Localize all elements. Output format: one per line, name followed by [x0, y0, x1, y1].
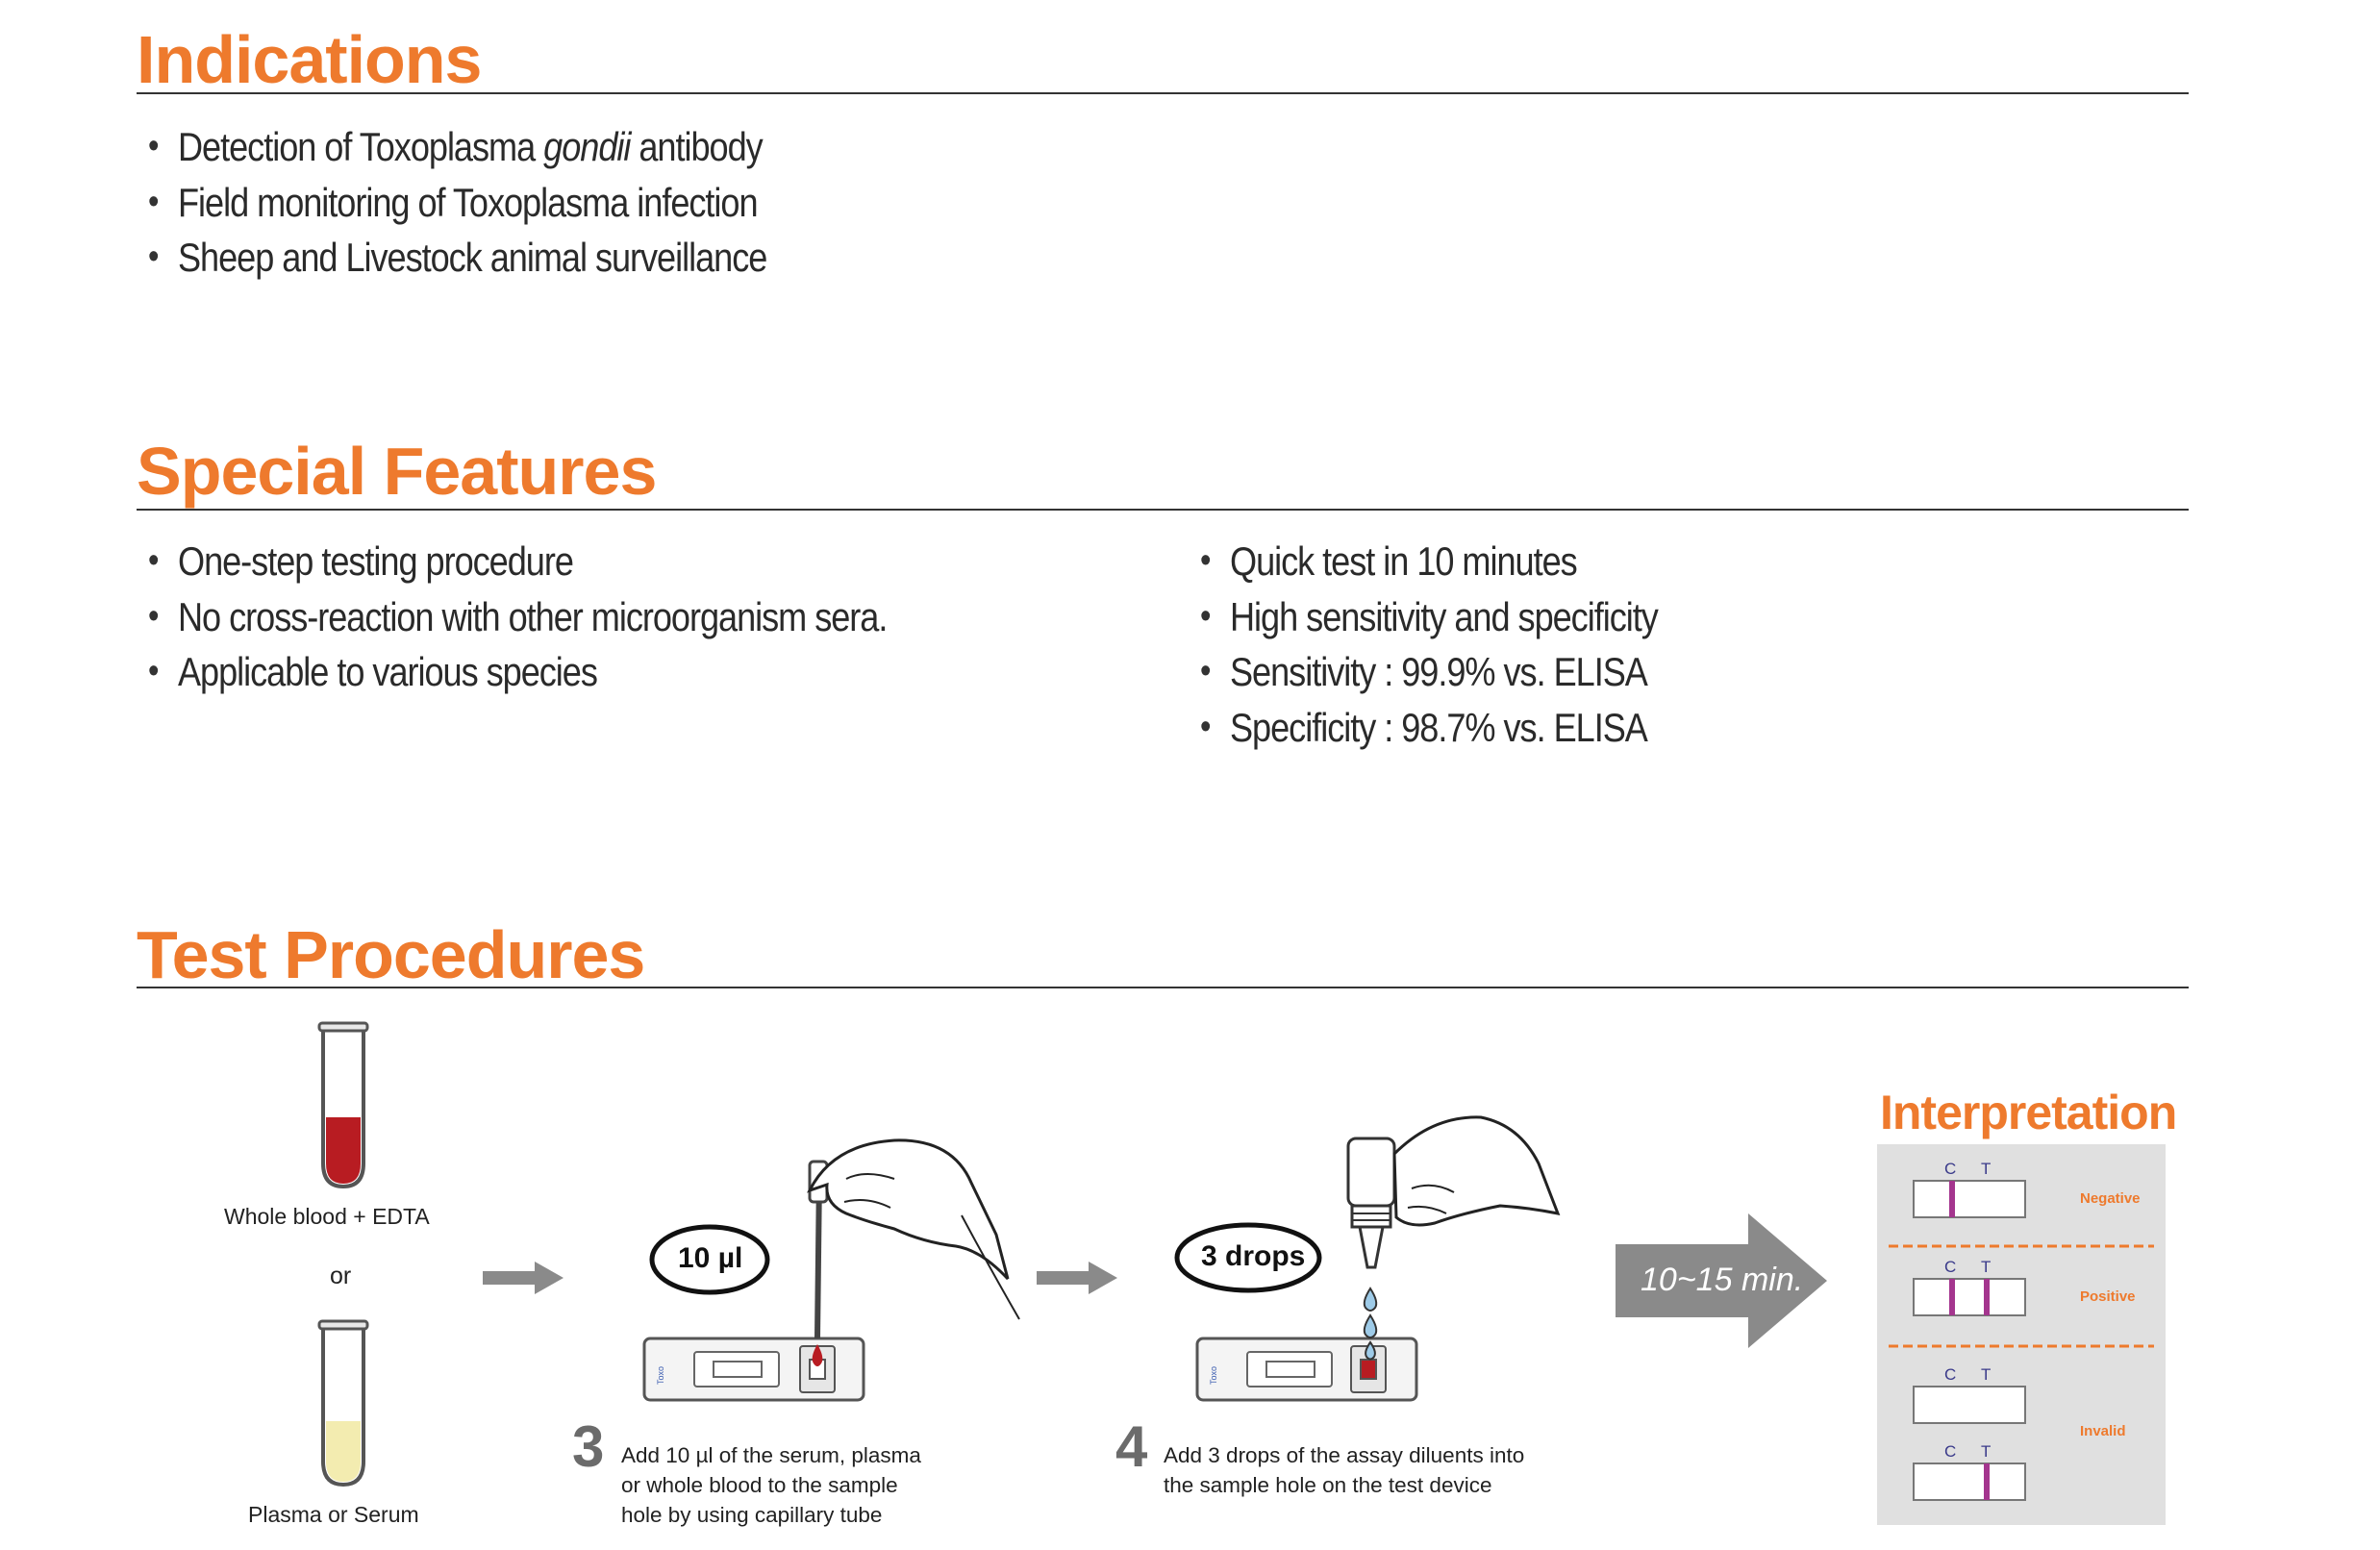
step3-text: Add 10 µl of the serum, plasma or whole …: [621, 1443, 921, 1527]
step4-bubble-text: 3 drops: [1201, 1240, 1306, 1272]
special-features-rule: [137, 509, 2189, 511]
arrow-right-icon: [1616, 1213, 1827, 1348]
svg-text:Toxo: Toxo: [656, 1366, 665, 1385]
test-procedures-title: Test Procedures: [137, 917, 645, 992]
indications-title: Indications: [137, 22, 482, 97]
test-cassette-icon: Toxo: [1195, 1337, 1418, 1402]
result-strip-invalid-2: [1913, 1462, 2026, 1501]
wait-time-label: 10~15 min.: [1641, 1262, 1804, 1298]
feature-item: Quick test in 10 minutes: [1189, 534, 1658, 589]
indications-list: Detection of Toxoplasma gondii antibody …: [137, 119, 869, 286]
test-line-label: T: [1981, 1160, 1992, 1178]
sample-whole-blood-label: Whole blood + EDTA: [224, 1204, 430, 1229]
test-line-label: T: [1981, 1258, 1992, 1276]
features-right-list: Quick test in 10 minutes High sensitivit…: [1189, 534, 1734, 755]
sample-plasma-label: Plasma or Serum: [248, 1502, 419, 1527]
svg-text:Toxo: Toxo: [1209, 1366, 1218, 1385]
indication-item: Field monitoring of Toxoplasma infection: [137, 175, 766, 231]
arrow-right-icon: [1037, 1262, 1117, 1294]
pipette-hand-icon: [807, 1138, 1020, 1339]
step3-bubble-text: 10 µl: [678, 1242, 743, 1274]
drop-icon: [1363, 1287, 1378, 1361]
volume-bubble: [649, 1224, 770, 1295]
result-strip-positive: [1913, 1278, 2026, 1316]
test-tube-whole-blood-icon: [317, 1021, 369, 1189]
result-strip-negative: [1913, 1180, 2026, 1218]
feature-item: Sensitivity : 99.9% vs. ELISA: [1189, 644, 1658, 700]
interpretation-title: Interpretation: [1880, 1086, 2177, 1139]
dropper-bottle-hand-icon: [1346, 1115, 1561, 1269]
feature-item: Specificity : 98.7% vs. ELISA: [1189, 700, 1658, 756]
step3-number: 3: [572, 1414, 605, 1479]
test-cassette-icon: Toxo: [642, 1337, 865, 1402]
drops-bubble: [1174, 1222, 1322, 1293]
control-line-label: C: [1944, 1442, 1957, 1461]
indications-rule: [137, 92, 2189, 94]
features-left-list: One-step testing procedure No cross-reac…: [137, 534, 1009, 700]
result-negative-label: Negative: [2080, 1190, 2141, 1207]
result-strip-invalid-1: [1913, 1386, 2026, 1424]
test-procedures-rule: [137, 987, 2189, 988]
result-positive-label: Positive: [2080, 1288, 2136, 1305]
step4-text: Add 3 drops of the assay diluents into t…: [1164, 1443, 1525, 1497]
indication-item: Sheep and Livestock animal surveillance: [137, 230, 767, 286]
indication-item: Detection of Toxoplasma gondii antibody: [137, 119, 766, 175]
feature-item: High sensitivity and specificity: [1189, 589, 1659, 645]
result-invalid-label: Invalid: [2080, 1423, 2126, 1439]
control-line-label: C: [1944, 1258, 1957, 1276]
test-tube-plasma-icon: [317, 1319, 369, 1488]
sample-or-label: or: [330, 1262, 352, 1289]
control-line-label: C: [1944, 1160, 1957, 1178]
feature-item: No cross-reaction with other microorgani…: [137, 589, 888, 645]
arrow-right-icon: [483, 1262, 564, 1294]
feature-item: One-step testing procedure: [137, 534, 887, 589]
control-line-label: C: [1944, 1365, 1957, 1384]
step4-number: 4: [1115, 1414, 1148, 1479]
test-line-label: T: [1981, 1442, 1992, 1461]
feature-item: Applicable to various species: [137, 644, 887, 700]
special-features-title: Special Features: [137, 434, 657, 509]
test-line-label: T: [1981, 1365, 1992, 1384]
